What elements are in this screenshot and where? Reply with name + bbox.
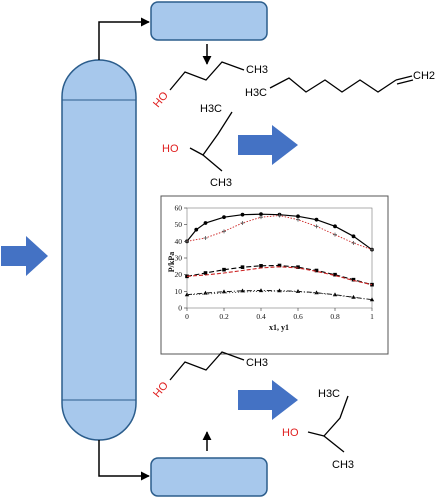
data-point-mid-bubble bbox=[240, 265, 245, 269]
data-point-mid-bubble bbox=[185, 274, 189, 279]
data-point-high-bubble bbox=[259, 212, 263, 217]
condenser-box-icon bbox=[150, 1, 268, 41]
data-point-mid-bubble bbox=[296, 265, 300, 269]
data-point-high-dew bbox=[314, 224, 319, 229]
data-point-mid-bubble bbox=[333, 272, 337, 277]
hydroxyl-label: HO bbox=[151, 89, 171, 110]
data-point-high-bubble bbox=[314, 217, 319, 222]
y-tick-label: 40 bbox=[175, 237, 183, 246]
bottoms-line bbox=[98, 440, 150, 481]
data-point-low-bubble bbox=[295, 289, 301, 293]
feed-arrow-icon bbox=[1, 236, 48, 276]
data-point-high-dew bbox=[185, 239, 189, 244]
data-point-mid-bubble bbox=[351, 277, 356, 282]
methyl-label: CH3 bbox=[332, 459, 354, 471]
methyl-label: CH3 bbox=[246, 357, 268, 369]
x-tick-label: 1 bbox=[370, 312, 374, 321]
data-point-mid-bubble bbox=[314, 268, 319, 273]
reboiler-box-icon bbox=[150, 457, 268, 497]
data-point-high-dew bbox=[277, 213, 282, 218]
hydroxyl-label: HO bbox=[162, 143, 179, 155]
methyl-label: H3C bbox=[245, 87, 267, 99]
data-point-high-dew bbox=[240, 221, 245, 225]
data-point-high-bubble bbox=[351, 234, 356, 239]
x-axis-label: x1, y1 bbox=[269, 323, 289, 332]
methylene-label: CH2 bbox=[413, 70, 435, 82]
y-tick-label: 20 bbox=[175, 270, 183, 279]
product-arrow-icon-bottom bbox=[238, 380, 298, 420]
methyl-label: CH3 bbox=[210, 177, 232, 189]
hydroxyl-label: HO bbox=[151, 379, 171, 400]
data-point-mid-bubble bbox=[222, 267, 226, 272]
data-point-high-dew bbox=[222, 229, 226, 234]
data-point-high-bubble bbox=[333, 224, 337, 229]
data-point-high-dew bbox=[370, 247, 374, 252]
data-point-high-dew bbox=[259, 215, 263, 220]
data-point-low-bubble bbox=[221, 289, 227, 294]
y-tick-label: 30 bbox=[175, 254, 183, 263]
data-point-low-bubble bbox=[369, 297, 375, 302]
data-point-high-bubble bbox=[296, 214, 300, 219]
data-point-mid-bubble bbox=[277, 263, 282, 268]
y-tick-label: 0 bbox=[178, 304, 182, 313]
y-tick-label: 50 bbox=[175, 220, 183, 229]
data-point-high-bubble bbox=[203, 221, 208, 225]
series-line-low-dew bbox=[186, 290, 373, 301]
data-point-low-bubble bbox=[314, 290, 319, 295]
x-tick-label: 0.4 bbox=[256, 312, 266, 321]
y-axis-label: P/kPa bbox=[167, 252, 176, 272]
molecule-2-butanol-bottom: H3C HO CH3 bbox=[282, 388, 354, 471]
methyl-label: H3C bbox=[200, 103, 222, 115]
x-tick-label: 0.6 bbox=[293, 312, 303, 321]
molecule-1-octene: H3C CH2 bbox=[245, 70, 435, 99]
distillation-column-icon bbox=[61, 59, 137, 441]
methyl-label: CH3 bbox=[246, 64, 268, 76]
product-arrow-icon-top bbox=[238, 125, 298, 165]
y-tick-label: 10 bbox=[175, 287, 183, 296]
x-tick-label: 0.8 bbox=[330, 312, 340, 321]
y-tick-label: 60 bbox=[175, 204, 183, 213]
data-point-low-bubble bbox=[240, 288, 245, 293]
molecule-2-butanol-top: H3C HO CH3 bbox=[162, 103, 233, 189]
hydroxyl-label: HO bbox=[282, 427, 299, 439]
data-point-high-dew bbox=[203, 236, 208, 240]
methyl-label: H3C bbox=[318, 388, 340, 400]
chart-frame bbox=[160, 195, 389, 355]
data-point-mid-bubble bbox=[203, 271, 208, 275]
data-point-high-dew bbox=[351, 241, 356, 245]
vle-chart: 0 10 20 30 40 50 60 0 0.2 0.4 0.6 0.8 1 P/kPa x1, y… bbox=[160, 195, 389, 355]
data-point-high-bubble bbox=[194, 227, 199, 232]
data-point-high-dew bbox=[296, 217, 300, 222]
data-point-high-bubble bbox=[222, 215, 226, 220]
x-tick-label: 0.2 bbox=[219, 312, 229, 321]
series-line-mid-dew bbox=[186, 266, 373, 286]
data-point-high-dew bbox=[333, 232, 337, 237]
data-point-high-bubble bbox=[240, 212, 245, 217]
x-tick-label: 0 bbox=[185, 312, 189, 321]
data-point-mid-bubble bbox=[259, 264, 263, 268]
overhead-line bbox=[98, 17, 150, 60]
data-point-low-bubble bbox=[203, 290, 208, 295]
